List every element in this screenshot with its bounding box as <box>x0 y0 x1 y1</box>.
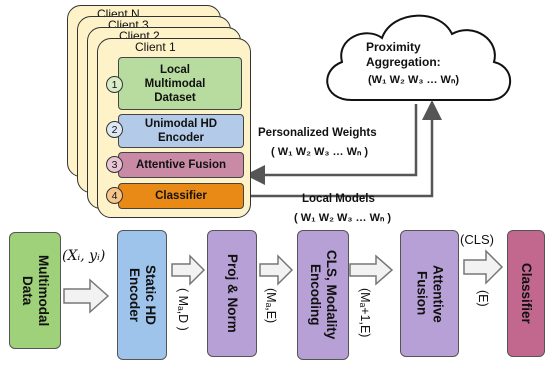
attentive-fusion-pipeline-label: Attentive Fusion <box>414 264 446 323</box>
step-4-badge: 4 <box>106 187 123 204</box>
proj-norm-label: Proj & Norm <box>225 254 240 333</box>
block-arrow-3 <box>259 254 294 286</box>
local-models-arrow <box>246 100 442 198</box>
step-1-badge: 1 <box>106 76 123 93</box>
cloud-shape <box>326 14 512 101</box>
local-models-values: ( W₁ W₂ W₃ … Wₙ ) <box>294 212 392 224</box>
step-3-badge: 3 <box>106 156 123 173</box>
classifier-label: Classifier <box>155 190 207 202</box>
personalized-weights-values: ( W₁ W₂ W₃ … Wₙ ) <box>271 146 369 158</box>
local-multimodal-dataset-box: Local Multimodal Dataset <box>118 57 242 110</box>
attentive-fusion-label: Attentive Fusion <box>135 159 227 171</box>
multimodal-data-block: Multimodal Data <box>9 232 61 349</box>
proj-norm-block: Proj & Norm <box>207 230 257 357</box>
client-title-1: Client 1 <box>135 40 176 54</box>
personalized-weights-arrow <box>245 104 418 185</box>
block-arrow-2 <box>171 254 206 286</box>
cls-token-label: (CLS) <box>460 232 494 247</box>
static-hd-encoder-block: Static HD Encoder <box>117 230 167 360</box>
unimodal-hd-encoder-label: Unimodal HD Encoder <box>144 118 218 144</box>
personalized-weights-label: Personalized Weights <box>258 127 377 139</box>
classifier-pipeline-block: Classifier <box>507 230 545 357</box>
dim-label-2: (Mₐ,E) <box>264 288 278 324</box>
cls-modality-encoding-label: CLS, Modality Encoding <box>308 250 339 340</box>
static-hd-encoder-label: Static HD Encoder <box>127 264 158 325</box>
dim-label-3: (Mₐ+1,E) <box>358 288 372 338</box>
attentive-fusion-pipeline-block: Attentive Fusion <box>400 230 459 357</box>
block-arrow-4 <box>349 254 394 286</box>
input-pair-label: (Xᵢ, yᵢ) <box>62 248 106 264</box>
unimodal-hd-encoder-box: Unimodal HD Encoder <box>118 114 244 148</box>
cloud-weights: (W₁ W₂ W₃ … Wₙ) <box>368 74 459 86</box>
block-arrow-1 <box>63 278 110 314</box>
proximity-aggregation-title: Proximity Aggregation: <box>366 40 441 69</box>
classifier-box: Classifier <box>118 183 244 209</box>
local-models-label: Local Models <box>302 193 375 205</box>
local-multimodal-dataset-label: Local Multimodal Dataset <box>144 63 206 104</box>
dim-label-4: (E) <box>476 290 490 307</box>
block-arrow-5 <box>463 249 504 285</box>
multimodal-data-label: Multimodal Data <box>20 254 51 327</box>
classifier-pipeline-label: Classifier <box>519 263 534 324</box>
step-2-badge: 2 <box>106 121 123 138</box>
dim-label-1: ( Mₐ,D ) <box>176 288 190 331</box>
attentive-fusion-box: Attentive Fusion <box>118 152 244 178</box>
cls-modality-encoding-block: CLS, Modality Encoding <box>297 230 349 360</box>
